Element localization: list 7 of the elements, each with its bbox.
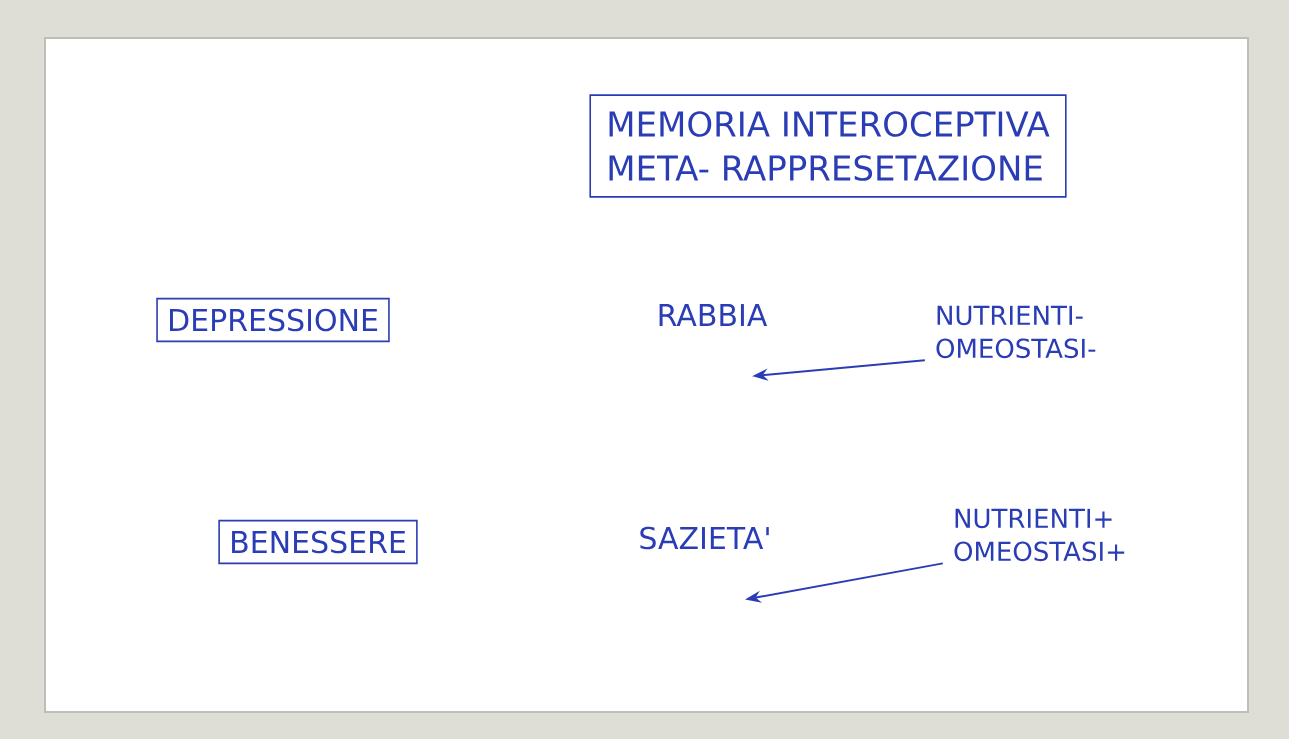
title-box: MEMORIA INTEROCEPTIVA META- RAPPRESETAZIONE (589, 94, 1067, 198)
term-text: NUTRIENTI+ OMEOSTASI+ (954, 508, 1125, 562)
term-text: RABBIA (659, 304, 768, 326)
term-text: NUTRIENTI- OMEOSTASI- (936, 305, 1096, 359)
term-text: SAZIETA' (640, 526, 769, 550)
term-box: DEPRESSIONE (156, 297, 390, 343)
term-box: BENESSERE (218, 519, 418, 565)
